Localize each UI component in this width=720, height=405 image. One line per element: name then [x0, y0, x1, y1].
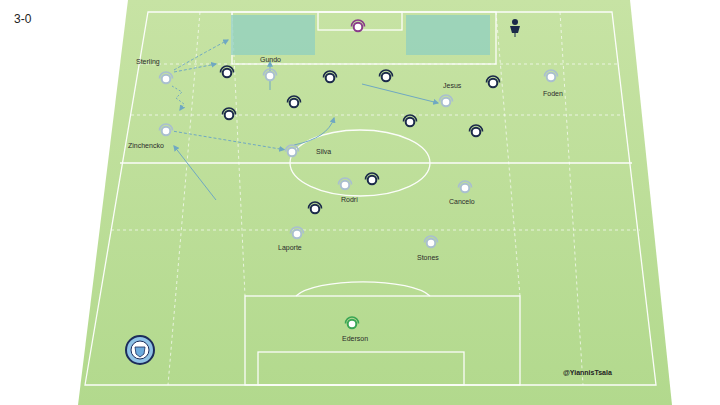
- player-marker: [337, 176, 353, 192]
- player-name: Sterling: [136, 58, 160, 65]
- pass-arrow: [174, 131, 284, 149]
- player-marker: [438, 93, 454, 109]
- player-name: Ederson: [342, 335, 368, 342]
- player-node: Laporte: [289, 225, 305, 241]
- player-name: Silva: [316, 148, 331, 155]
- score-label: 3-0: [14, 12, 31, 26]
- player-name: Gundo: [260, 56, 281, 63]
- player-marker: [289, 225, 305, 241]
- player-name: Cancelo: [449, 198, 475, 205]
- player-node: Jesus: [438, 93, 454, 109]
- player-node: Stones: [423, 234, 439, 250]
- player-marker: [158, 122, 174, 138]
- player-name: Jesus: [443, 82, 461, 89]
- player-name: Foden: [543, 90, 563, 97]
- player-node: Foden: [543, 68, 559, 84]
- player-marker: [344, 315, 360, 331]
- player-marker: [423, 234, 439, 250]
- player-name: Zinchencko: [128, 142, 164, 149]
- player-marker: [284, 143, 300, 159]
- player-node: Cancelo: [457, 179, 473, 195]
- player-node: Silva: [284, 143, 300, 159]
- player-node: Gundo: [262, 67, 278, 83]
- player-name: Stones: [417, 254, 439, 261]
- player-marker: [158, 70, 174, 86]
- player-marker: [457, 179, 473, 195]
- player-node: Ederson: [344, 315, 360, 331]
- player-node: Rodri: [337, 176, 353, 192]
- player-marker: [262, 67, 278, 83]
- player-marker: [543, 68, 559, 84]
- watermark: @YiannisTsala: [563, 369, 612, 376]
- player-node: Sterling: [158, 70, 174, 86]
- player-node: Zinchencko: [158, 122, 174, 138]
- player-name: Rodri: [341, 196, 358, 203]
- player-name: Laporte: [278, 244, 302, 251]
